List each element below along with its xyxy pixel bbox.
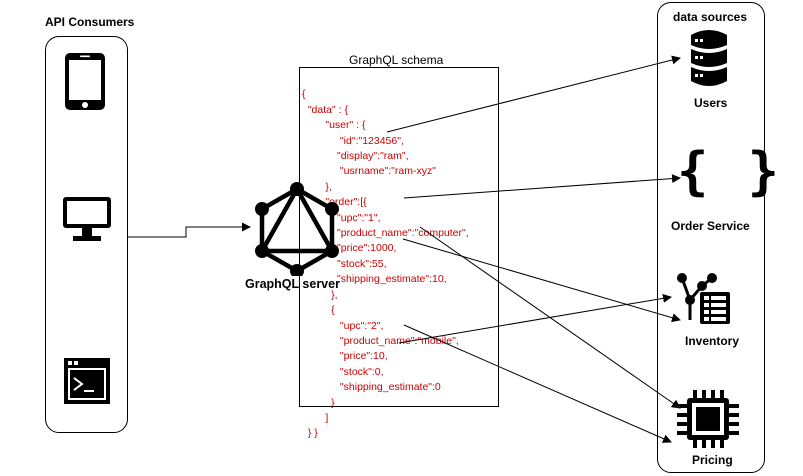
pricing-label: Pricing	[692, 453, 733, 467]
schema-line: "data" : {	[302, 103, 348, 116]
schema-line: "upc":"2",	[302, 319, 384, 332]
schema-line: "user" : {	[302, 119, 366, 132]
inventory-icon	[677, 273, 730, 324]
graphql-logo-icon	[255, 182, 339, 276]
schema-line: {	[302, 88, 306, 101]
data-sources-title: data sources	[673, 10, 748, 24]
terminal-icon	[64, 358, 110, 404]
consumers-title: API Consumers	[45, 15, 135, 29]
schema-line: },	[302, 288, 338, 301]
curly-braces-icon: { }	[677, 142, 783, 202]
database-icon	[691, 30, 727, 86]
users-label: Users	[694, 96, 728, 110]
schema-title: GraphQL schema	[349, 53, 444, 67]
schema-line: ]	[302, 411, 329, 424]
schema-line: "price":1000,	[302, 242, 397, 255]
smartphone-icon	[65, 53, 105, 110]
schema-line: "usrname":"ram-xyz"	[302, 165, 436, 178]
schema-line: },	[302, 180, 332, 193]
schema-line: }	[302, 396, 335, 409]
desktop-monitor-icon	[63, 197, 111, 241]
consumer-to-server-arrow	[128, 222, 251, 238]
schema-line: } }	[302, 427, 318, 440]
graphql-server-label: GraphQL server	[245, 277, 340, 291]
inventory-label: Inventory	[685, 334, 740, 348]
schema-line: "display":"ram",	[302, 150, 409, 163]
order-service-label: Order Service	[671, 219, 750, 233]
schema-line: "stock":0,	[302, 365, 384, 378]
schema-line: {	[302, 304, 335, 317]
schema-line: "id":"123456",	[302, 134, 404, 147]
schema-line: "upc":"1",	[302, 211, 381, 224]
chip-icon	[677, 390, 739, 448]
schema-line: "product_name":"mobile",	[302, 334, 459, 347]
schema-line: "price":10,	[302, 350, 388, 363]
schema-line: "shipping_estimate":0	[302, 381, 441, 394]
schema-line: "stock":55,	[302, 257, 387, 270]
